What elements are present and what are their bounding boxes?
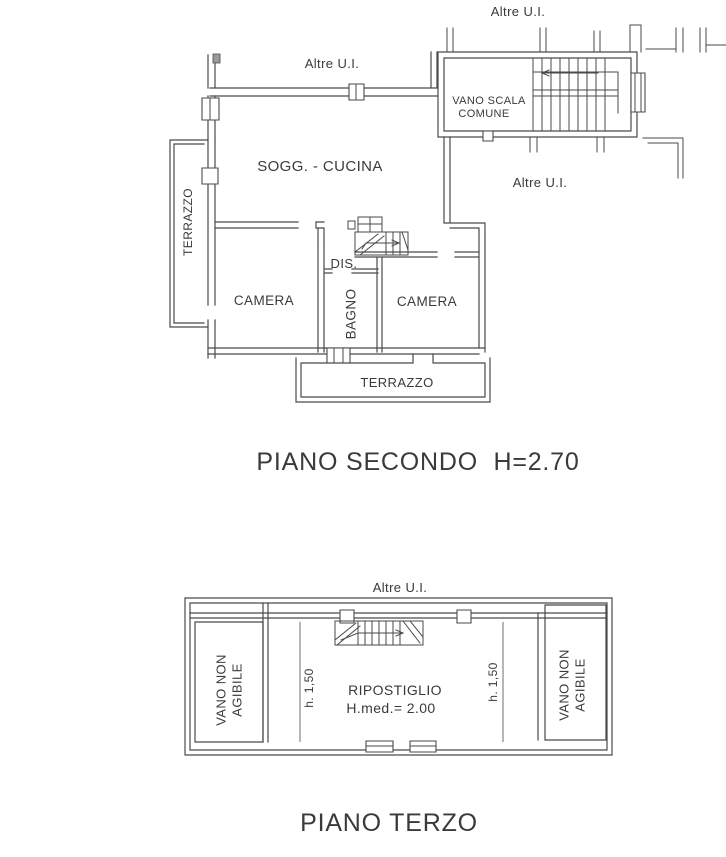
non-usable-room-left-walls xyxy=(194,621,264,743)
stairwell-label-line1: VANO SCALA xyxy=(452,95,526,107)
storage-label: RIPOSTIGLIO xyxy=(348,682,442,698)
height-150-left-label: h. 1,50 xyxy=(302,668,316,708)
neighbor-wall-stubs-right xyxy=(529,136,684,179)
second-floor-caption: PIANO SECONDO H=2.70 xyxy=(256,448,579,476)
attic-top-wall xyxy=(189,602,608,743)
attic-top-window-left xyxy=(339,609,355,624)
storage-height-label: H.med.= 2.00 xyxy=(346,700,435,716)
attic-altre-ui-label: Altre U.I. xyxy=(373,580,428,595)
bedroom-left-label: CAMERA xyxy=(234,293,294,308)
bathroom-label: BAGNO xyxy=(344,289,359,340)
non-usable-room-right-walls xyxy=(537,604,607,741)
hallway-label: DIS. xyxy=(331,256,358,271)
apartment-top-wall xyxy=(207,51,438,97)
internal-stair-arrow xyxy=(361,239,401,250)
stairwell-direction-arrow xyxy=(540,69,599,77)
bathroom-window-frame xyxy=(333,347,344,364)
non-usable-left-label-line2: AGIBILE xyxy=(230,663,245,716)
altre-ui-left-label: Altre U.I. xyxy=(305,56,360,71)
stairwell-window xyxy=(630,72,646,113)
third-floor-caption: PIANO TERZO xyxy=(300,809,478,837)
bathroom-window xyxy=(326,347,351,364)
neighbor-wall-stubs-top xyxy=(446,24,726,53)
attic-stair-arrow xyxy=(340,629,405,641)
terrace-bottom-walls xyxy=(295,353,491,403)
non-usable-right-label-line1: VANO NON xyxy=(557,649,572,721)
height-150-lines xyxy=(299,622,504,742)
living-kitchen-label: SOGG. - CUCINA xyxy=(257,158,383,175)
internal-stair xyxy=(347,216,409,256)
second-floor-plan: Altre U.I. Altre U.I. Altre U.I. VANO SC… xyxy=(169,4,726,476)
non-usable-left-label-line1: VANO NON xyxy=(214,654,229,726)
left-wall-window-lower xyxy=(201,167,219,185)
terrace-left-label: TERRAZZO xyxy=(181,188,195,256)
bedroom-right-label: CAMERA xyxy=(397,294,457,309)
third-floor-plan: Altre U.I. VANO NON AGIBILE h. 1,50 RIPO… xyxy=(184,580,613,837)
apartment-left-wall xyxy=(207,95,216,359)
flue-hatch-mark xyxy=(212,53,221,64)
terrace-bottom-label: TERRAZZO xyxy=(360,375,433,390)
stairwell-label-line2: COMUNE xyxy=(458,108,509,120)
interior-partition-walls xyxy=(214,221,480,353)
attic-top-window-right xyxy=(456,609,472,624)
stairwell-stair-treads xyxy=(532,57,619,132)
altre-ui-right-label: Altre U.I. xyxy=(513,175,568,190)
terrace-left-walls xyxy=(169,139,209,328)
stairwell-door-notch xyxy=(482,130,494,142)
altre-ui-top-label: Altre U.I. xyxy=(491,4,546,19)
stairwell-window-frame xyxy=(634,72,642,113)
apartment-right-wall xyxy=(443,136,486,353)
non-usable-right-label-line2: AGIBILE xyxy=(573,658,588,711)
height-150-right-label: h. 1,50 xyxy=(486,662,500,702)
attic-outer-walls xyxy=(184,597,613,756)
